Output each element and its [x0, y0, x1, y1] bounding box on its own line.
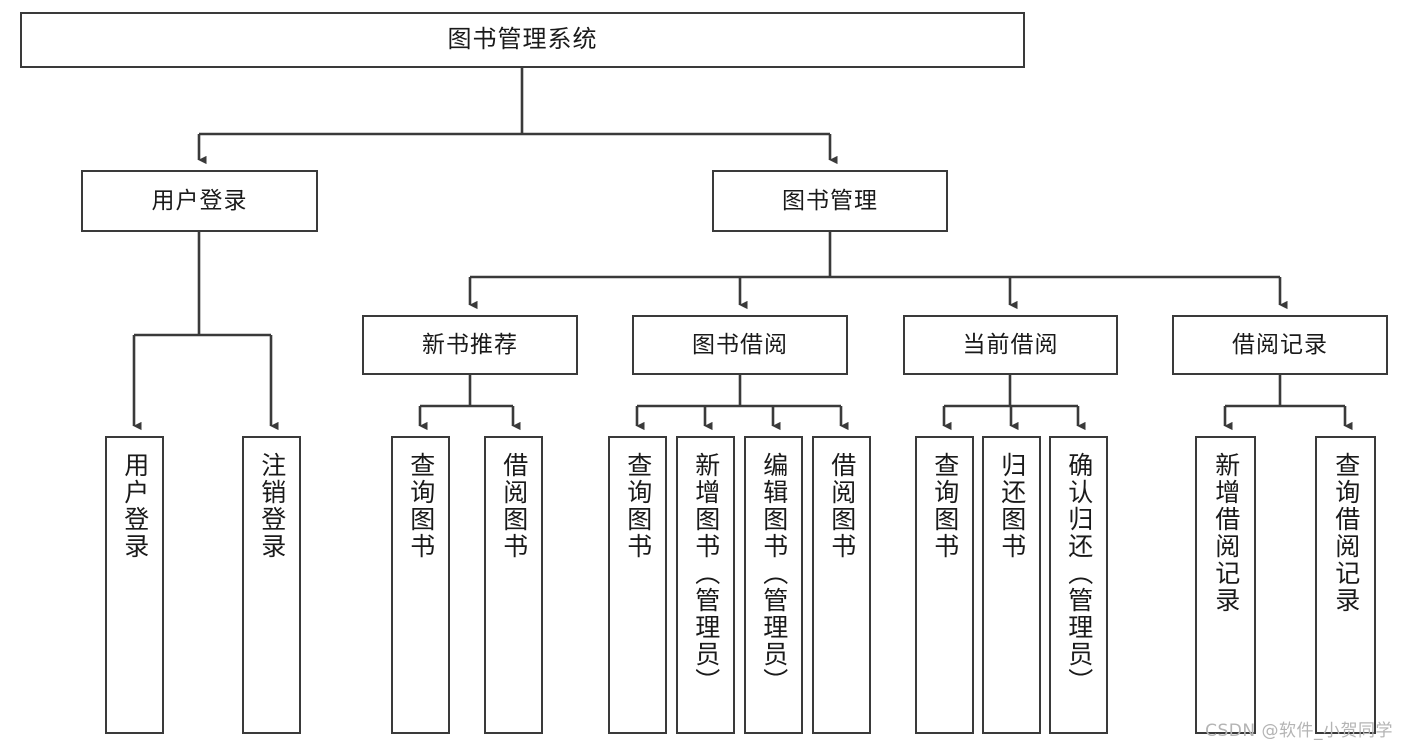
node-leaf-borrow-book-1[interactable]: 借阅图书: [484, 436, 543, 734]
node-book-management-label: 图书管理: [782, 187, 878, 214]
node-user-login[interactable]: 用户登录: [81, 170, 318, 232]
node-leaf-add-book-label: 新增图书（管理员）: [691, 452, 721, 695]
node-leaf-return-book[interactable]: 归还图书: [982, 436, 1041, 734]
node-leaf-query-book-3[interactable]: 查询图书: [915, 436, 974, 734]
node-leaf-confirm-return[interactable]: 确认归还（管理员）: [1049, 436, 1108, 734]
node-borrow-record-label: 借阅记录: [1232, 331, 1328, 358]
node-root-label: 图书管理系统: [447, 25, 598, 54]
node-leaf-logout-label: 注销登录: [257, 452, 287, 560]
node-current-borrow-label: 当前借阅: [962, 331, 1059, 358]
node-current-borrow[interactable]: 当前借阅: [903, 315, 1118, 375]
node-leaf-query-record[interactable]: 查询借阅记录: [1315, 436, 1376, 734]
node-leaf-query-book-2[interactable]: 查询图书: [608, 436, 667, 734]
node-leaf-edit-book[interactable]: 编辑图书（管理员）: [744, 436, 803, 734]
node-leaf-borrow-book-1-label: 借阅图书: [499, 452, 529, 560]
node-root[interactable]: 图书管理系统: [20, 12, 1025, 68]
watermark-text: CSDN @软件_小贺同学: [1205, 721, 1393, 741]
node-leaf-user-login-label: 用户登录: [120, 452, 150, 560]
node-leaf-query-book-3-label: 查询图书: [930, 452, 960, 560]
node-book-borrow[interactable]: 图书借阅: [632, 315, 848, 375]
node-leaf-logout[interactable]: 注销登录: [242, 436, 301, 734]
node-leaf-query-record-label: 查询借阅记录: [1331, 452, 1361, 614]
node-leaf-add-book[interactable]: 新增图书（管理员）: [676, 436, 735, 734]
node-leaf-edit-book-label: 编辑图书（管理员）: [759, 452, 789, 695]
node-leaf-confirm-return-label: 确认归还（管理员）: [1064, 452, 1094, 695]
node-leaf-add-record[interactable]: 新增借阅记录: [1195, 436, 1256, 734]
node-user-login-label: 用户登录: [151, 187, 248, 214]
node-leaf-query-book-2-label: 查询图书: [623, 452, 653, 560]
node-leaf-add-record-label: 新增借阅记录: [1211, 452, 1241, 614]
node-leaf-query-book-1[interactable]: 查询图书: [391, 436, 450, 734]
node-leaf-query-book-1-label: 查询图书: [406, 452, 436, 560]
node-book-borrow-label: 图书借阅: [692, 331, 788, 358]
node-leaf-user-login[interactable]: 用户登录: [105, 436, 164, 734]
node-leaf-borrow-book-2-label: 借阅图书: [827, 452, 857, 560]
node-borrow-record[interactable]: 借阅记录: [1172, 315, 1388, 375]
node-new-book-recommend-label: 新书推荐: [422, 331, 518, 358]
node-book-management[interactable]: 图书管理: [712, 170, 948, 232]
node-new-book-recommend[interactable]: 新书推荐: [362, 315, 578, 375]
node-leaf-return-book-label: 归还图书: [997, 452, 1027, 560]
node-leaf-borrow-book-2[interactable]: 借阅图书: [812, 436, 871, 734]
